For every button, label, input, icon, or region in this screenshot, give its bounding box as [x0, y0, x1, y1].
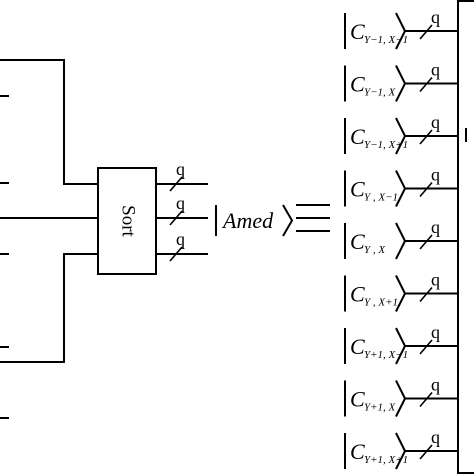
- sort-output-slash-1: [169, 176, 183, 192]
- register-ket-symbol-1: C: [350, 19, 365, 44]
- sort-output-q-2: q: [176, 193, 185, 213]
- sort-output-slash-2: [169, 210, 183, 226]
- register-slash-4: [419, 181, 433, 198]
- input-wire-bottom: [0, 253, 98, 363]
- register-q-4: q: [431, 165, 440, 185]
- register-slash-7: [419, 339, 433, 355]
- register-ket-symbol-7: C: [350, 334, 365, 359]
- register-slash-3: [419, 129, 433, 145]
- register-slash-8: [419, 391, 433, 408]
- sort-label: Sort: [118, 205, 139, 237]
- register-ket-subscript-9: Y+1, X+1: [364, 454, 408, 466]
- register-slash-9: [419, 444, 433, 460]
- register-ket-angle-5: [395, 222, 407, 260]
- register-q-8: q: [431, 375, 440, 395]
- register-ket-angle-2: [395, 65, 407, 102]
- register-ket-subscript-8: Y+1, X: [364, 402, 397, 414]
- sort-output-q-1: q: [176, 159, 185, 179]
- input-wire-top: [0, 59, 98, 185]
- register-ket-symbol-3: C: [350, 124, 365, 149]
- register-ket-symbol-8: C: [350, 387, 365, 412]
- output-block-edge: [457, 0, 474, 474]
- register-slash-1: [419, 24, 433, 40]
- register-q-9: q: [431, 427, 440, 447]
- register-slash-6: [419, 286, 433, 303]
- register-ket-symbol-6: C: [350, 282, 365, 307]
- register-q-1: q: [431, 7, 440, 27]
- register-ket-subscript-3: Y−1, X+1: [364, 139, 408, 151]
- sort-output-q-3: q: [176, 229, 185, 249]
- register-ket-symbol-5: C: [350, 229, 365, 254]
- register-q-7: q: [431, 322, 440, 342]
- amed-label: Amed: [221, 208, 274, 233]
- register-ket-symbol-4: C: [350, 177, 365, 202]
- register-q-3: q: [431, 112, 440, 132]
- sort-outputs: q q q: [156, 159, 208, 262]
- register-slash-5: [419, 234, 433, 250]
- amed-ket-angle: [282, 204, 294, 237]
- register-ket-symbol-2: C: [350, 72, 365, 97]
- sort-box: [97, 167, 157, 275]
- register-ket-subscript-5: Y , X: [364, 244, 386, 256]
- register-ket-subscript-2: Y−1, X: [364, 87, 397, 99]
- register-ket-angle-8: [395, 380, 407, 417]
- register-ket-subscript-7: Y+1, X−1: [364, 349, 408, 361]
- register-q-2: q: [431, 60, 440, 80]
- amed-ket: Amed: [215, 204, 294, 237]
- register-ket-subscript-6: Y , X+1: [364, 297, 398, 309]
- register-slash-2: [419, 76, 433, 93]
- sort-output-slash-3: [169, 246, 183, 262]
- register-q-5: q: [431, 217, 440, 237]
- sort-gate: Sort: [97, 167, 157, 275]
- register-ket-subscript-1: Y−1, X−1: [364, 34, 408, 46]
- register-ket-subscript-4: Y , X−1: [364, 192, 398, 204]
- register-ket-symbol-9: C: [350, 439, 365, 464]
- input-wires: [0, 59, 98, 419]
- register-q-6: q: [431, 270, 440, 290]
- equivalence-sign: [296, 204, 330, 232]
